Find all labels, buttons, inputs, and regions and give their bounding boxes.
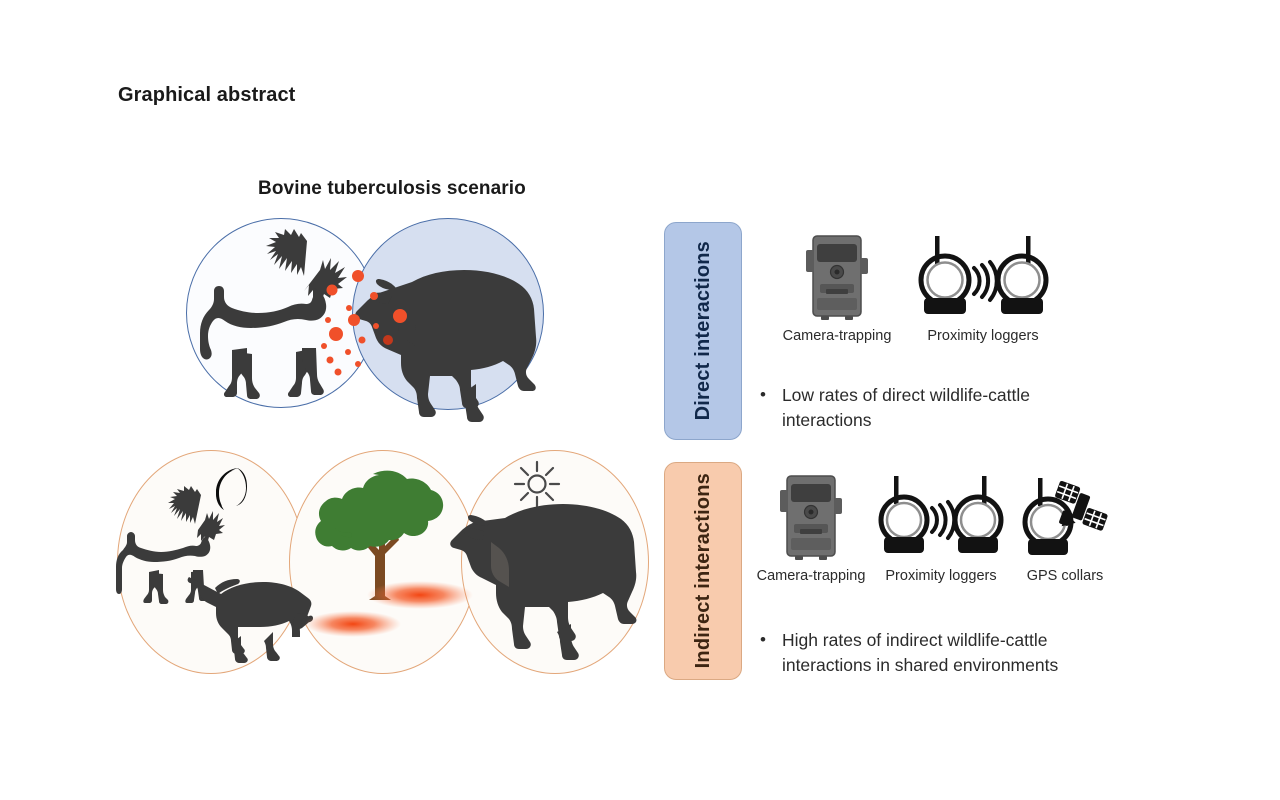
device-proximity-loggers-indirect: Proximity loggers bbox=[872, 472, 1010, 584]
pathogen-droplets-icon bbox=[321, 270, 379, 376]
device-label: Camera-trapping bbox=[756, 568, 866, 584]
grazing-cattle-silhouette-icon bbox=[450, 504, 637, 660]
proximity-logger-pair-icon bbox=[872, 472, 1010, 564]
wild-boar-silhouette-icon bbox=[187, 577, 313, 663]
cattle-silhouette-icon bbox=[355, 270, 537, 422]
device-label: GPS collars bbox=[1026, 568, 1104, 584]
moon-icon bbox=[216, 468, 247, 510]
page-title: Graphical abstract bbox=[118, 84, 296, 106]
contamination-patch-icon bbox=[305, 611, 401, 637]
device-label: Proximity loggers bbox=[885, 568, 997, 584]
device-camera-trapping-indirect: Camera-trapping bbox=[752, 472, 870, 584]
direct-interactions-label: Direct interactions bbox=[691, 241, 714, 421]
deer-small-silhouette-icon bbox=[116, 486, 225, 604]
bullet-text: Low rates of direct wildlife-cattle inte… bbox=[781, 385, 1030, 430]
indirect-interactions-label: Indirect interactions bbox=[691, 473, 714, 669]
sun-icon bbox=[513, 460, 561, 508]
venn-circle-wildlife-night bbox=[117, 450, 305, 674]
direct-interactions-venn bbox=[186, 218, 546, 422]
camera-trap-icon bbox=[778, 232, 896, 324]
gps-collar-satellite-icon bbox=[1012, 472, 1118, 564]
bullet-marker: • bbox=[760, 385, 766, 404]
indirect-interactions-venn bbox=[116, 450, 649, 676]
bullet-marker: • bbox=[760, 630, 766, 649]
contamination-patch-icon bbox=[367, 581, 473, 609]
pathogen-droplet-on-cattle-icon bbox=[383, 309, 407, 345]
device-gps-collars: GPS collars bbox=[1012, 472, 1118, 584]
direct-interactions-label-box: Direct interactions bbox=[664, 222, 742, 440]
direct-bullet-item: • Low rates of direct wildlife-cattle in… bbox=[760, 383, 1112, 433]
scenario-title: Bovine tuberculosis scenario bbox=[258, 178, 526, 199]
indirect-interactions-label-box: Indirect interactions bbox=[664, 462, 742, 680]
bullet-text: High rates of indirect wildlife-cattle i… bbox=[781, 630, 1059, 675]
indirect-bullet-item: • High rates of indirect wildlife-cattle… bbox=[760, 628, 1112, 678]
device-proximity-loggers-direct: Proximity loggers bbox=[912, 232, 1054, 344]
device-label: Proximity loggers bbox=[927, 328, 1039, 344]
deer-silhouette-icon bbox=[200, 229, 347, 399]
tree-icon bbox=[315, 470, 444, 600]
device-label: Camera-trapping bbox=[782, 328, 892, 344]
camera-trap-icon bbox=[752, 472, 870, 564]
device-camera-trapping-direct: Camera-trapping bbox=[778, 232, 896, 344]
proximity-logger-pair-icon bbox=[912, 232, 1054, 324]
